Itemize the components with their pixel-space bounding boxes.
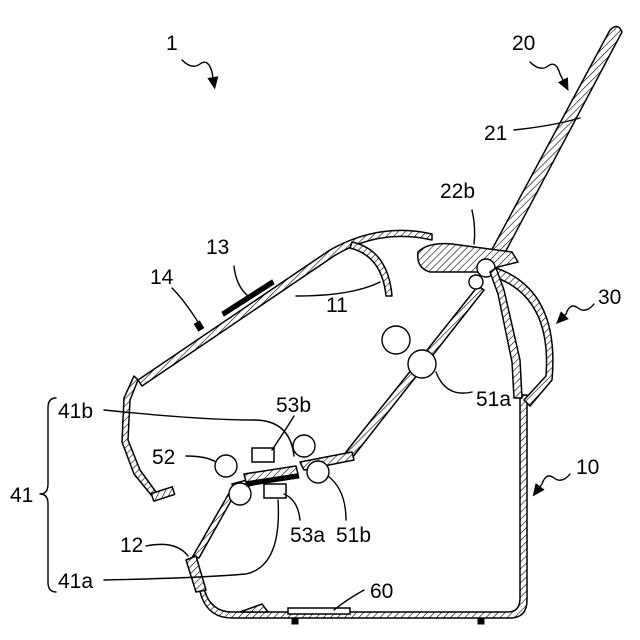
leader-14: [172, 288, 198, 322]
label-11: 11: [326, 294, 348, 317]
part-14: [194, 321, 203, 331]
leader-53b: [272, 416, 294, 450]
leader-13: [234, 266, 248, 296]
leader-12: [146, 544, 188, 556]
head-53a: [264, 484, 286, 498]
label-51b: 51b: [336, 524, 371, 547]
tray-20: [482, 26, 622, 268]
arrow-30: [560, 304, 594, 320]
label-12: 12: [120, 534, 143, 557]
label-51a: 51a: [476, 388, 511, 411]
inner-guide-11: [350, 242, 392, 296]
cover-tab: [151, 487, 174, 501]
label-60: 60: [370, 580, 393, 603]
foot-left: [292, 618, 298, 624]
leader-51a: [436, 372, 472, 393]
label-41b: 41b: [58, 400, 93, 423]
hinge-pin-lower: [469, 275, 483, 289]
label-53b: 53b: [276, 394, 311, 417]
roller-51b-lower: [307, 461, 329, 483]
leader-52: [186, 456, 216, 462]
leader-60: [334, 590, 364, 610]
roller-52-upper: [215, 455, 237, 477]
label-22b: 22b: [440, 180, 475, 203]
media-holder-60: [288, 608, 350, 614]
label-1: 1: [166, 32, 178, 55]
bottom-lip: [240, 604, 268, 612]
top-cover: [138, 230, 432, 386]
arrow-1: [182, 60, 214, 84]
leader-22b: [472, 210, 475, 244]
lower-paper-guide: [186, 556, 206, 592]
brace-41: [40, 398, 56, 592]
left-cover-flap: [122, 376, 156, 496]
housing-shell: [190, 395, 527, 618]
leader-51b: [328, 476, 346, 520]
roller-51a-lower: [408, 350, 436, 378]
label-13: 13: [206, 236, 229, 259]
label-14: 14: [150, 266, 174, 289]
label-41: 41: [10, 484, 33, 507]
roller-51a-upper: [382, 326, 410, 354]
arrow-20: [530, 62, 566, 86]
foot-right: [478, 618, 484, 624]
label-20: 20: [512, 32, 535, 55]
label-52: 52: [152, 446, 175, 469]
roller-51b-upper: [293, 435, 315, 457]
label-30: 30: [598, 286, 621, 309]
label-41a: 41a: [58, 570, 93, 593]
label-10: 10: [576, 456, 599, 479]
head-53b: [252, 448, 274, 462]
label-21: 21: [484, 122, 507, 145]
arrow-10: [536, 474, 570, 492]
label-53a: 53a: [290, 524, 325, 547]
